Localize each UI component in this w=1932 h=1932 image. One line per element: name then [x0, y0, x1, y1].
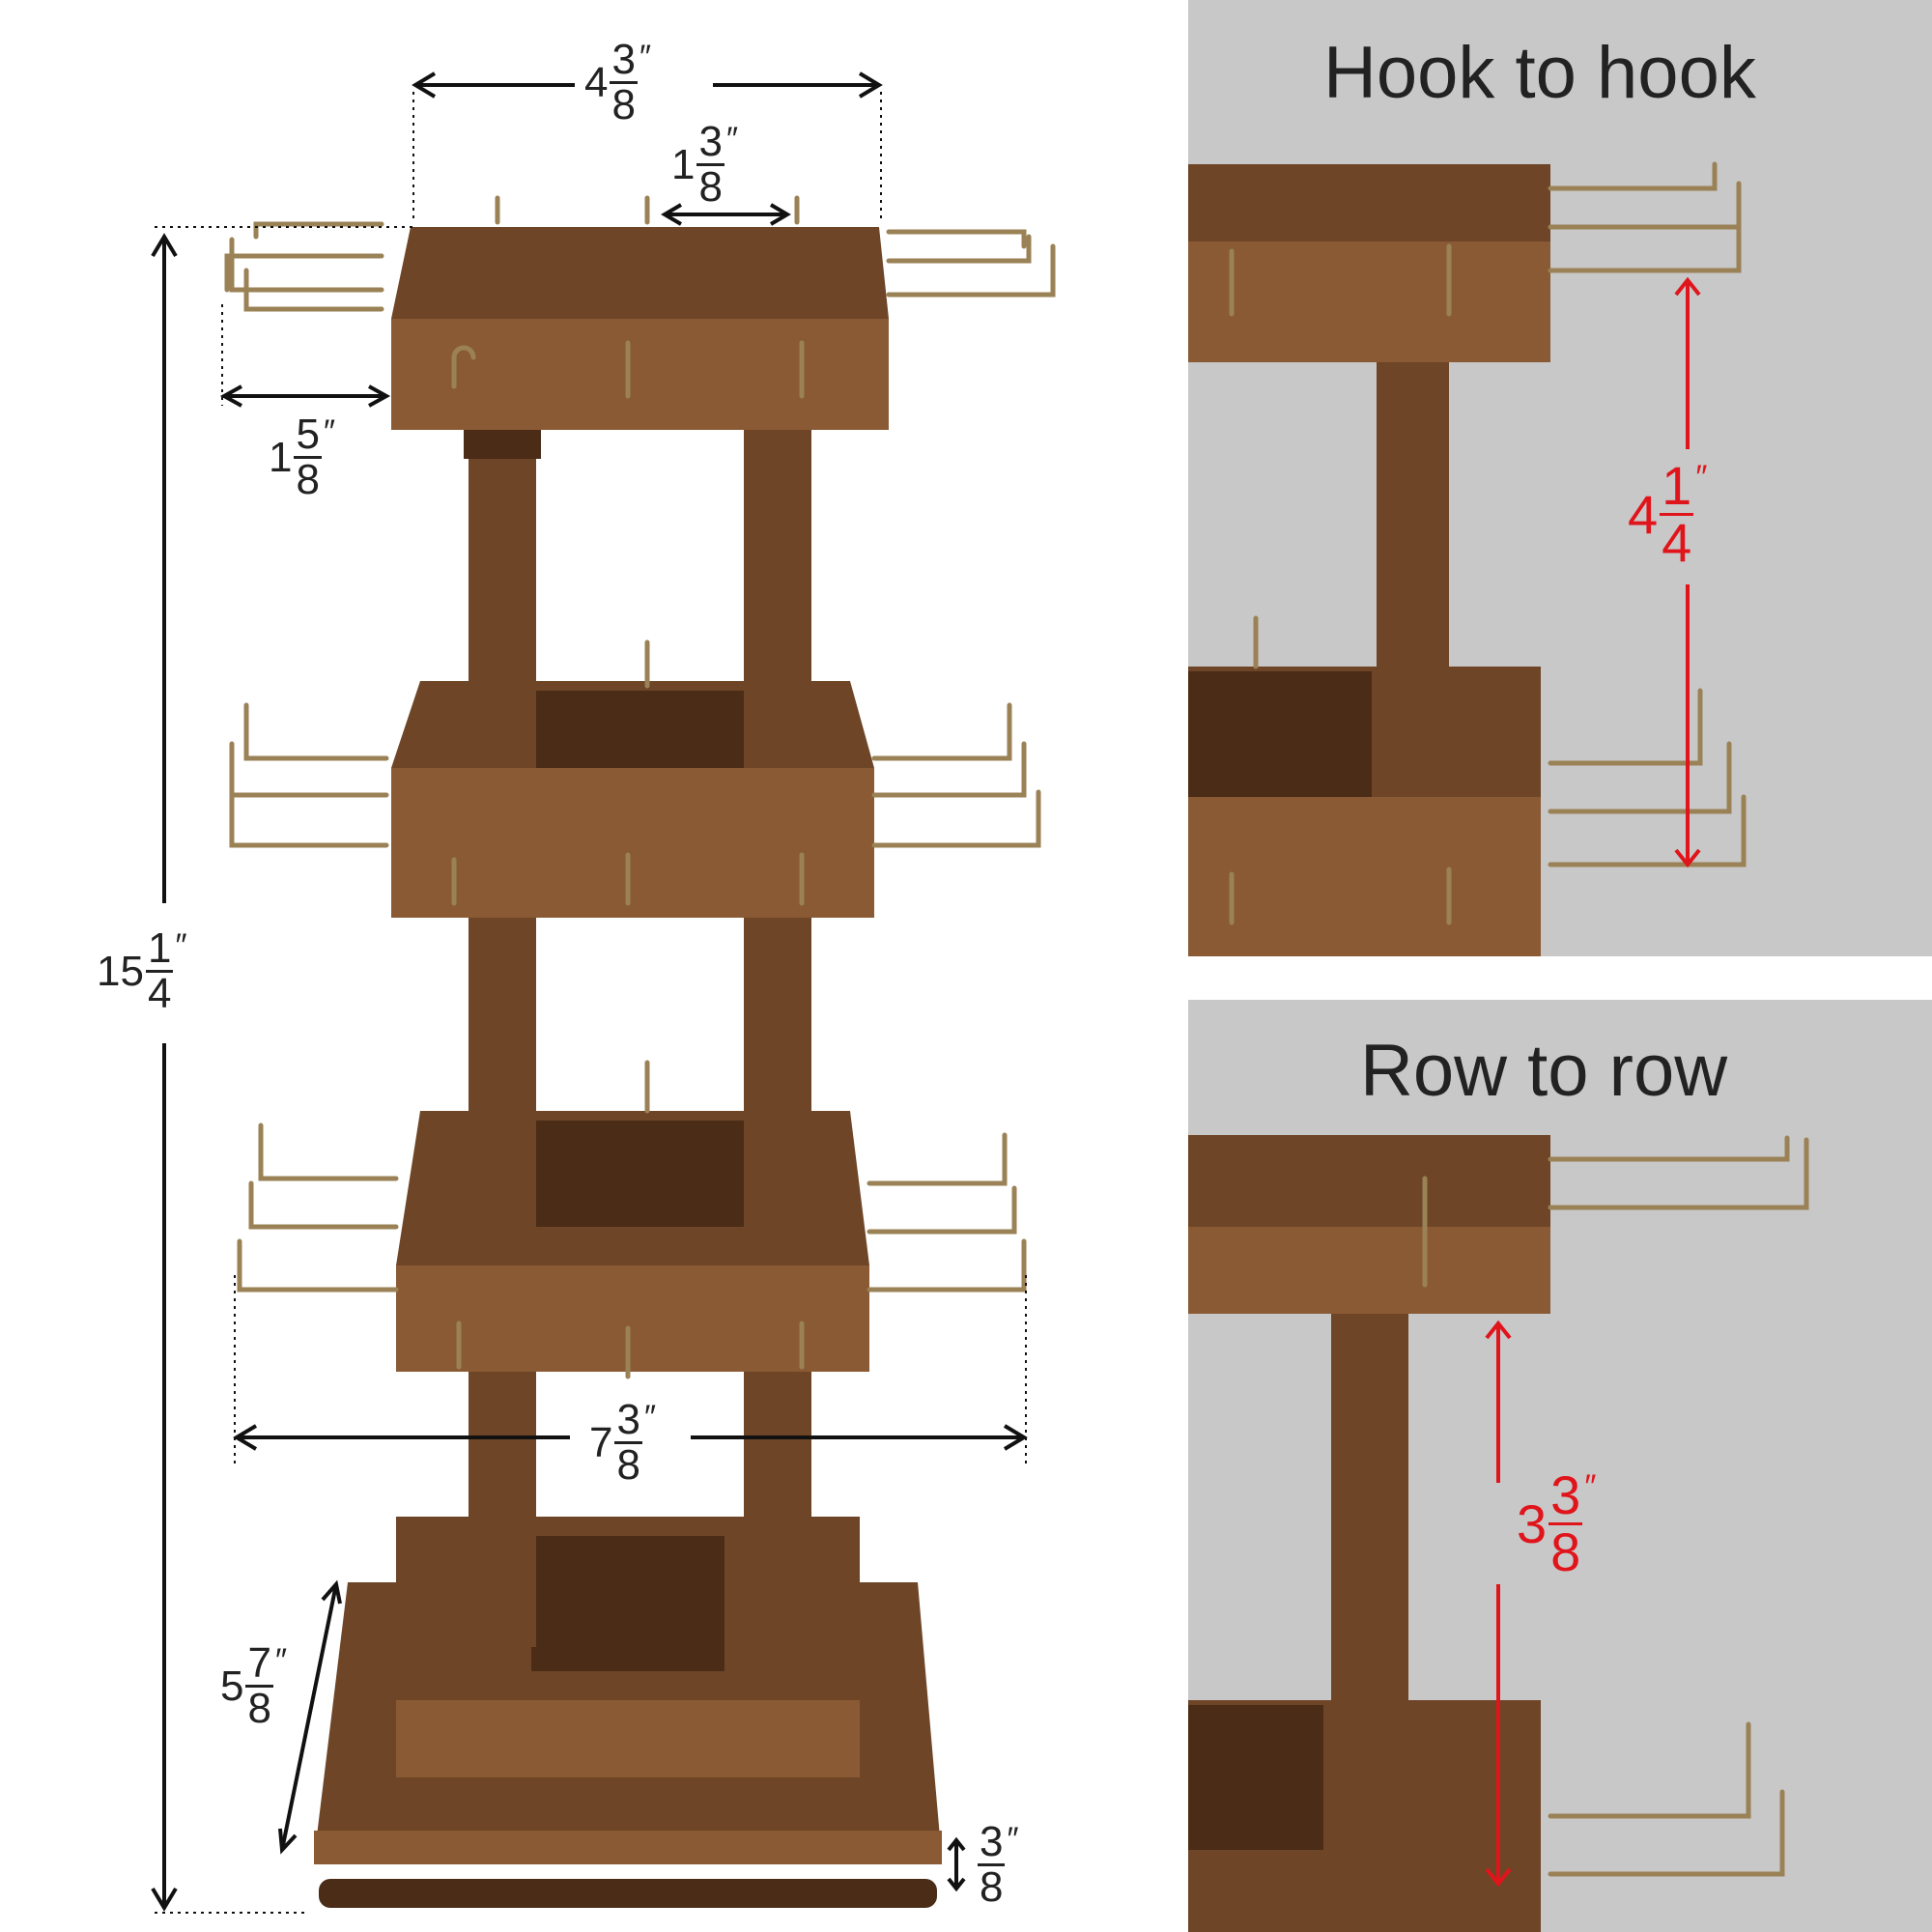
row-to-row-closeup [1188, 1135, 1809, 1932]
jewelry-rack-photo [224, 195, 1056, 1908]
hook-to-hook-closeup [1188, 161, 1747, 956]
row-to-row-title: Row to row [1360, 1030, 1728, 1112]
hook-to-hook-title: Hook to hook [1323, 32, 1756, 114]
dimension-lines [151, 71, 1028, 1914]
